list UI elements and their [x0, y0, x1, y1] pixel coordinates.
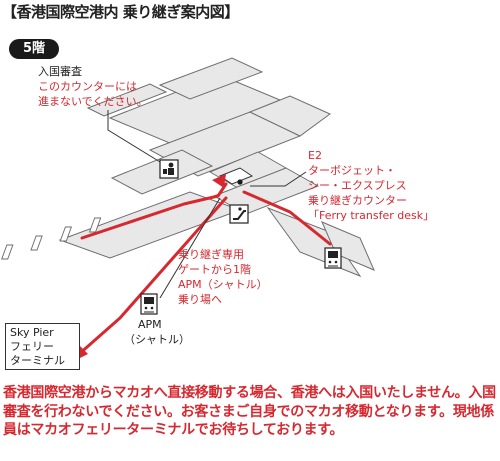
- terminal-map: [1, 57, 375, 362]
- counter-line-2: ターボジェット・: [308, 164, 396, 177]
- gate-stubs: [1, 217, 102, 260]
- transfer-counter-marker: [218, 167, 254, 185]
- train-icon: [324, 247, 342, 269]
- immigration-warning-line-1: このカウンターには: [38, 80, 137, 93]
- sky-pier-line-1: Sky Pier: [10, 326, 54, 339]
- immigration-label: 入国審査 このカウンターには 進まないでください。: [38, 64, 148, 109]
- train-icon: [140, 293, 158, 315]
- page-title: 【香港国際空港内 乗り継ぎ案内図】: [2, 3, 239, 21]
- transfer-counter-label: E2 ターボジェット・ シー・エクスプレス 乗り継ぎカウンター 「Ferry t…: [308, 148, 434, 223]
- transfer-directions-label: 乗り継ぎ専用 ゲートから1階 APM（シャトル） 乗り場へ: [178, 247, 268, 307]
- immigration-warning-line-2: 進まないでください。: [38, 95, 148, 108]
- directions-line-1: 乗り継ぎ専用: [178, 248, 244, 261]
- escalator-icon: [229, 204, 249, 224]
- upper-concourse-left: [86, 83, 168, 117]
- directions-line-4: 乗り場へ: [178, 293, 222, 306]
- immigration-heading: 入国審査: [38, 65, 82, 78]
- immigration-officer-icon: [159, 159, 179, 179]
- upper-concourse-step: [158, 57, 264, 100]
- floor-badge: 5階: [9, 39, 59, 59]
- transfer-route: [76, 182, 332, 357]
- apm-line-1: APM: [138, 318, 162, 331]
- mid-hall-right: [248, 95, 331, 137]
- sky-pier-line-3: ターミナル: [10, 354, 65, 367]
- leader-lines: [107, 110, 307, 299]
- apm-label: APM （シャトル）: [124, 317, 190, 347]
- apm-line-2: （シャトル）: [124, 333, 190, 346]
- counter-line-3: シー・エクスプレス: [308, 179, 407, 192]
- directions-line-2: ゲートから1階: [178, 263, 251, 276]
- counter-line-4: 乗り継ぎカウンター: [308, 194, 407, 207]
- directions-line-3: APM（シャトル）: [178, 278, 268, 291]
- sky-pier-box: Sky Pier フェリー ターミナル: [5, 323, 80, 370]
- counter-line-1: E2: [308, 149, 322, 162]
- terminal-building: [58, 57, 375, 278]
- counter-line-5: 「Ferry transfer desk」: [308, 209, 435, 222]
- sky-pier-line-2: フェリー: [10, 340, 54, 353]
- counter-dot: [237, 179, 243, 185]
- notice-text: 香港国際空港からマカオへ直接移動する場合、香港へは入国いたしません。入国審査を行…: [3, 385, 496, 438]
